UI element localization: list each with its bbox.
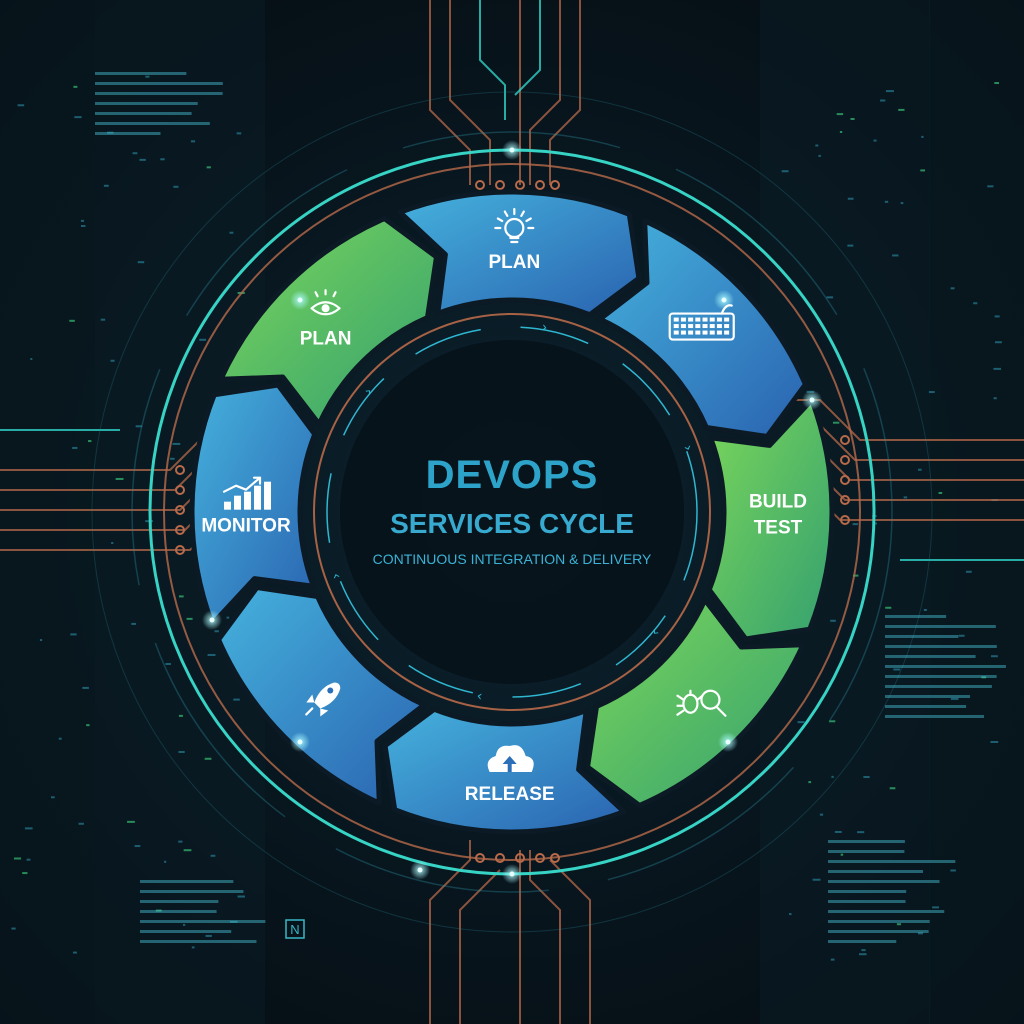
flow-chevron: › bbox=[540, 319, 548, 336]
glow-node-core bbox=[510, 872, 515, 877]
segment-label-7: MONITOR bbox=[201, 516, 291, 537]
flow-chevron: › bbox=[475, 688, 483, 705]
segment-label-8: PLAN bbox=[300, 328, 352, 349]
glow-node-core bbox=[722, 298, 727, 303]
corner-badge: N bbox=[286, 920, 304, 938]
center-title: DEVOPS bbox=[426, 453, 599, 497]
glow-node-core bbox=[298, 740, 303, 745]
flow-chevron: › bbox=[328, 571, 345, 582]
center-subtitle: SERVICES CYCLE bbox=[390, 508, 634, 539]
flow-chevron: › bbox=[361, 385, 377, 400]
corner-badge-letter: N bbox=[290, 922, 299, 937]
glow-node-core bbox=[210, 618, 215, 623]
glow-node-core bbox=[726, 740, 731, 745]
glow-node-core bbox=[298, 298, 303, 303]
segment-label-5: RELEASE bbox=[465, 784, 555, 805]
center-tagline: CONTINUOUS INTEGRATION & DELIVERY bbox=[373, 551, 652, 567]
glow-node-core bbox=[810, 398, 815, 403]
flow-chevron: › bbox=[647, 625, 663, 640]
segment-label-1: PLAN bbox=[488, 252, 540, 273]
glow-node-core bbox=[510, 148, 515, 153]
glow-node-core bbox=[418, 868, 423, 873]
